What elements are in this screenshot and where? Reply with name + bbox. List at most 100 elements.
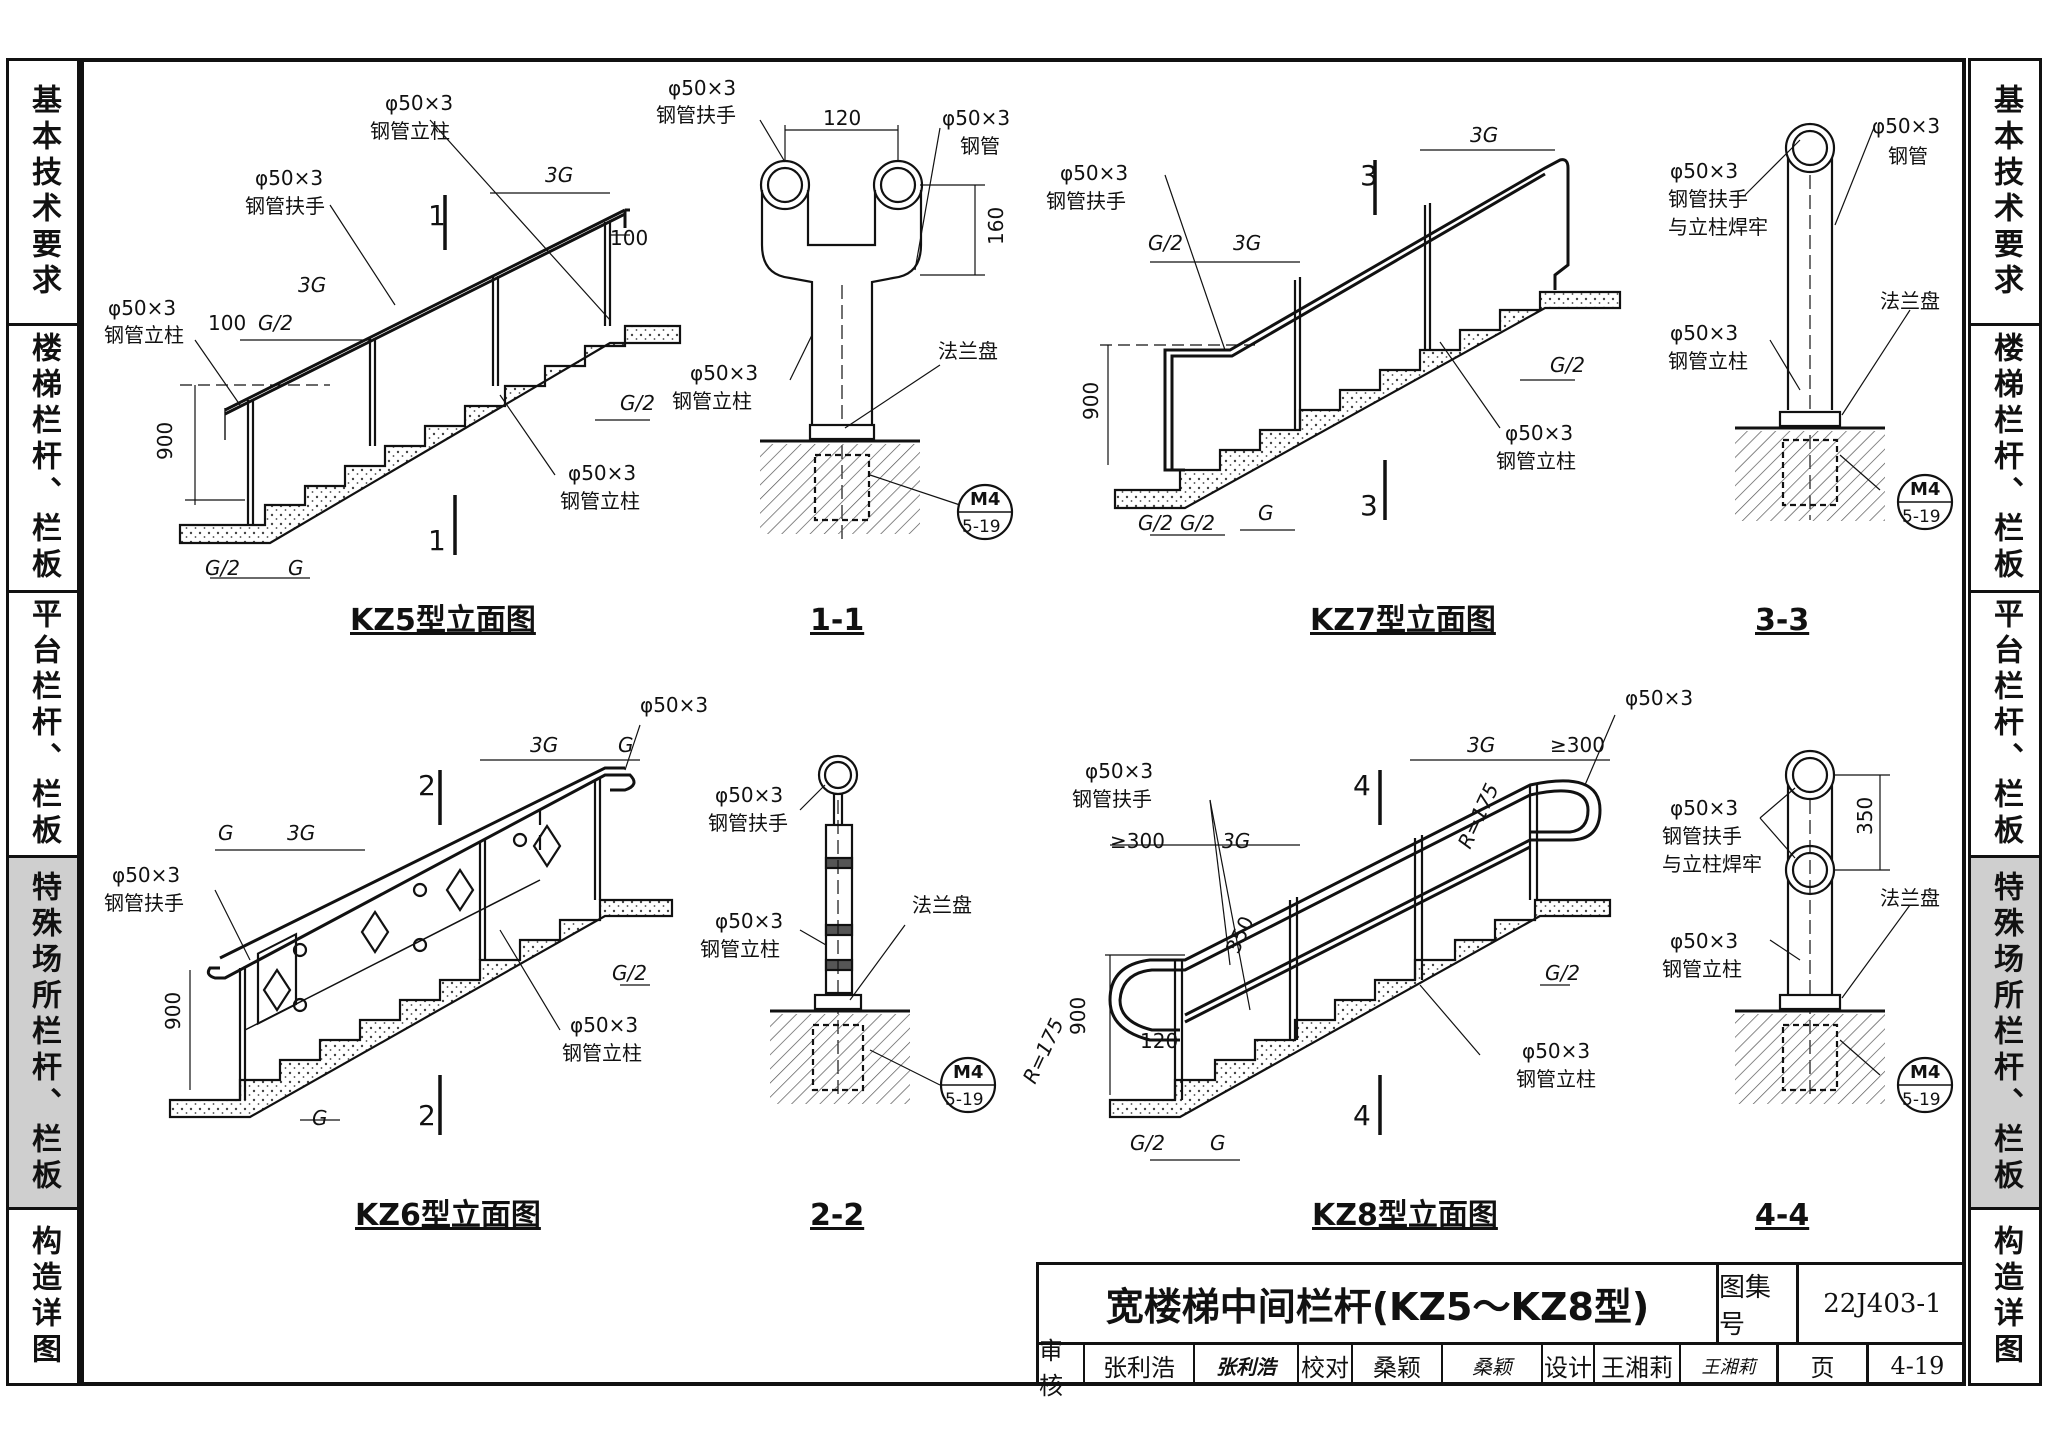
kz8-dim-r175b: R=175 [1018,1015,1069,1088]
kz5-pipe-d: φ50×3 [568,461,636,485]
s33-pipe-a: φ50×3 [1872,114,1940,138]
kz6-pipe-c: φ50×3 [570,1013,638,1037]
s33-pipe-c: φ50×3 [1670,321,1738,345]
s33-ref-bot: 5-19 [1902,507,1941,527]
side-tab-right-3[interactable]: 平台栏杆、栏板 [1968,590,2042,858]
kz8-dim-g2b: G/2 [1130,1131,1165,1155]
checker: 桑颖 [1353,1345,1443,1386]
kz7-elevation [1100,149,1622,536]
kz7-dim-g: G [1258,501,1274,525]
s11-ref-bot: 5-19 [962,517,1001,537]
s22-ref-bot: 5-19 [945,1090,984,1110]
side-tab-left-4[interactable]: 特殊场所栏杆、栏板 [6,855,80,1210]
kz8-dim-g2a: G/2 [1545,961,1580,985]
kz6-post-c: 钢管立柱 [562,1041,642,1065]
s33-weld: 与立柱焊牢 [1668,215,1768,239]
kz5-pipe-c: φ50×3 [385,91,453,115]
kz5-elevation [178,119,682,579]
side-tab-right-2[interactable]: 楼梯栏杆、栏板 [1968,323,2042,593]
kz7-dim-900: 900 [1079,382,1103,420]
kz6-title: KZ6型立面图 [355,1198,541,1233]
kz5-rail-b: 钢管扶手 [245,194,325,218]
atlas-no: 22J403-1 [1799,1265,1966,1345]
kz8-dim-3g-b: 3G [1467,733,1495,757]
designer-signature: 王湘莉 [1681,1345,1779,1386]
title-block: 宽楼梯中间栏杆(KZ5～KZ8型) 图集号 22J403-1 审核 张利浩 张利… [1036,1262,1966,1400]
review-label: 审核 [1039,1337,1085,1400]
kz8-pipe-b: φ50×3 [1625,686,1693,710]
s44-ref-top: M4 [1910,1062,1940,1083]
kz6-dim-900: 900 [161,992,185,1030]
kz7-dim-3g-b: 3G [1470,123,1498,147]
side-tab-left-5[interactable]: 构造详图 [6,1207,80,1386]
s22-ref-top: M4 [953,1062,983,1083]
kz5-title: KZ5型立面图 [350,603,536,638]
side-tab-right-1[interactable]: 基本技术要求 [1968,58,2042,326]
kz6-rail-b: 钢管扶手 [104,891,184,915]
s22-flange: 法兰盘 [912,893,972,917]
kz6-pipe-b: φ50×3 [112,863,180,887]
s11-title: 1-1 [810,603,864,638]
kz6-sec-top: 2 [418,769,436,802]
kz5-pipe-a: φ50×3 [108,296,176,320]
kz7-post-b: 钢管立柱 [1496,449,1576,473]
kz7-pipe-a: φ50×3 [1060,161,1128,185]
s44-pipe-b: φ50×3 [1670,796,1738,820]
kz5-dim-g2c: G/2 [205,556,240,580]
kz7-dim-g2d: G/2 [1180,511,1215,535]
side-tab-right-5[interactable]: 构造详图 [1968,1207,2042,1386]
kz7-sec-bot: 3 [1360,489,1378,522]
kz5-post-d: 钢管立柱 [560,489,640,513]
section-1-1 [759,119,1014,541]
kz5-post-a: 钢管立柱 [104,323,184,347]
kz6-dim-3g-a: 3G [287,821,315,845]
s22-pipe-a: φ50×3 [715,783,783,807]
section-4-4 [1735,749,1954,1114]
s22-pipe-b: φ50×3 [715,909,783,933]
s22-rail-a: 钢管扶手 [708,811,788,835]
s44-title: 4-4 [1755,1198,1809,1233]
kz8-sec-bot: 4 [1353,1099,1371,1132]
s44-rail-b: 钢管扶手 [1662,824,1742,848]
s44-post-c: 钢管立柱 [1662,957,1742,981]
section-3-3 [1735,122,1954,531]
s33-flange: 法兰盘 [1880,289,1940,313]
kz5-dim-900: 900 [153,422,177,460]
side-tab-right-4[interactable]: 特殊场所栏杆、栏板 [1968,855,2042,1210]
s44-pipe-c: φ50×3 [1670,929,1738,953]
kz6-dim-g-a: G [218,821,234,845]
kz6-dim-g2: G/2 [612,961,647,985]
kz6-dim-g-b: G [618,733,634,757]
kz5-dim-100a: 100 [208,311,246,335]
kz8-dim-300a: ≥300 [1110,829,1165,853]
kz5-post-c: 钢管立柱 [370,119,450,143]
kz5-sec-bot: 1 [428,524,446,557]
kz7-rail-a: 钢管扶手 [1046,189,1126,213]
kz5-dim-g: G [288,556,304,580]
s44-dim-350: 350 [1853,797,1877,835]
s11-dim-160: 160 [984,207,1008,245]
kz6-pipe-a: φ50×3 [640,693,708,717]
design-label: 设计 [1543,1345,1595,1386]
kz8-elevation [1105,714,1616,1161]
kz7-pipe-b: φ50×3 [1505,421,1573,445]
kz7-dim-g2a: G/2 [1148,231,1183,255]
s11-pipe-b: φ50×3 [942,106,1010,130]
kz8-rail-a: 钢管扶手 [1072,787,1152,811]
side-tab-left-1[interactable]: 基本技术要求 [6,58,80,326]
kz7-title: KZ7型立面图 [1310,603,1496,638]
kz8-pipe-a: φ50×3 [1085,759,1153,783]
kz8-post-c: 钢管立柱 [1516,1067,1596,1091]
kz8-dim-r175a: R=175 [1453,780,1504,853]
checker-signature: 桑颖 [1443,1345,1543,1386]
s11-pipe-a: φ50×3 [668,76,736,100]
s33-ref-top: M4 [1910,479,1940,500]
kz7-dim-3g-a: 3G [1233,231,1261,255]
kz5-dim-g2a: G/2 [258,311,293,335]
kz8-dim-120: 120 [1140,1029,1178,1053]
designer: 王湘莉 [1595,1345,1681,1386]
side-tab-left-3[interactable]: 平台栏杆、栏板 [6,590,80,858]
s22-post-b: 钢管立柱 [700,937,780,961]
atlas-label: 图集号 [1719,1265,1799,1345]
